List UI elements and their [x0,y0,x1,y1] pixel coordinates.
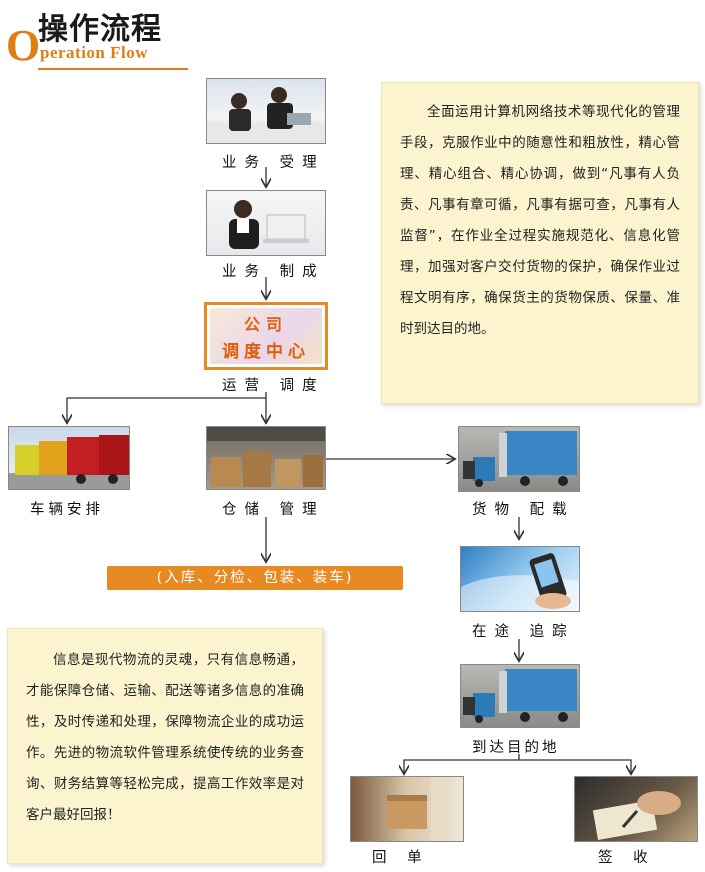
warehouse-photo [206,426,326,490]
management-note-text: 全面运用计算机网络技术等现代化的管理手段，克服作业中的随意性和粗放性，精心管理、… [400,104,680,337]
arrow-arrival-to-sign [519,759,631,773]
receipt-delivery-photo [350,776,464,842]
badge-center-text: 调度中心 [222,342,310,362]
title-underline [38,68,188,70]
step-arrival-destination: 到达目的地 [472,740,560,756]
warehouse-operations-banner: (入库、分检、包装、装车) [107,566,403,590]
arrow-dispatch-to-vehicles [67,397,266,422]
title-initial-letter: O [6,21,41,70]
step-business-produce: 业务 制成 [222,264,325,280]
information-note-text: 信息是现代物流的灵魂，只有信息畅通，才能保障仓储、运输、配送等诸多信息的准确性，… [26,652,304,823]
information-note-box: 信息是现代物流的灵魂，只有信息畅通，才能保障仓储、运输、配送等诸多信息的准确性，… [7,628,323,864]
arrival-truck-photo [460,664,580,728]
step-sign-for: 签 收 [598,850,656,866]
trucks-photo [8,426,130,490]
dispatch-center-badge: 公司 调度中心 [204,302,328,370]
step-vehicle-arrangement: 车辆安排 [30,502,104,518]
step-receipt-return: 回 单 [372,850,430,866]
business-production-photo [206,190,326,256]
signing-photo [574,776,698,842]
business-meeting-photo [206,78,326,144]
step-business-accept: 业务 受理 [222,155,325,171]
page-subtitle: peration Flow [40,43,149,62]
cargo-loading-photo [458,426,580,492]
tracking-phone-photo [460,546,580,612]
step-warehouse-management: 仓储 管理 [222,502,325,518]
badge-company-text: 公司 [243,315,288,334]
step-operation-dispatch: 运营 调度 [222,378,325,394]
step-cargo-loading: 货物 配载 [472,502,575,518]
management-note-box: 全面运用计算机网络技术等现代化的管理手段，克服作业中的随意性和粗放性，精心管理、… [381,82,699,404]
arrow-arrival-to-receipt [404,754,520,773]
page-title: 操作流程 [38,12,162,47]
step-in-transit-tracking: 在途 追踪 [472,624,575,640]
